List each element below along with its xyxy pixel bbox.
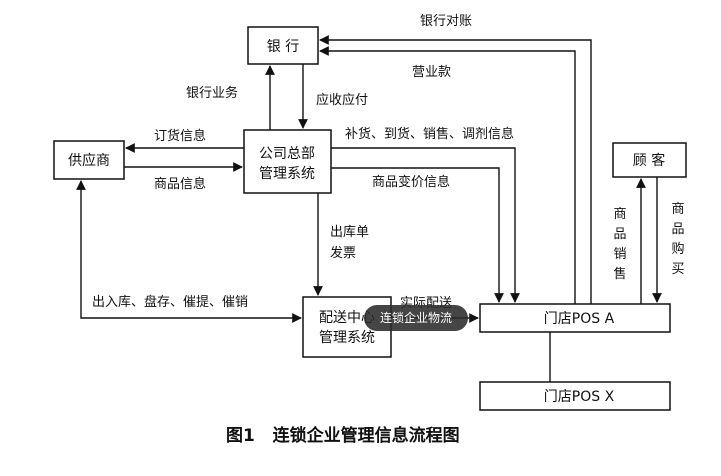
edge-bank-reconcile [319, 35, 592, 304]
label-purchase-char-3: 购 [671, 241, 684, 257]
bank-node: 银 行 [247, 26, 319, 65]
overlay-badge-label: 连锁企业物流 [380, 310, 452, 325]
label-goods-info: 商品信息 [154, 176, 206, 192]
customer-label: 顾 客 [633, 152, 665, 169]
edge-revenue [319, 46, 576, 304]
customer-node: 顾 客 [612, 142, 687, 178]
overlay-badge: 连锁企业物流 [364, 305, 468, 331]
label-price-change: 商品变价信息 [372, 174, 450, 190]
label-inventory-ops: 出入库、盘存、催提、催销 [92, 294, 248, 310]
dist-label-line2: 管理系统 [319, 330, 375, 346]
dist-label-line1: 配送中心 [319, 310, 375, 326]
label-purchase-char-1: 商 [671, 202, 684, 217]
label-bank-reconcile: 银行对账 [420, 14, 472, 29]
store-a-label: 门店POS A [544, 311, 615, 327]
edge-replenish-info [331, 147, 520, 303]
label-purchase-char-2: 品 [671, 222, 684, 237]
hq-label-line2: 管理系统 [259, 166, 315, 182]
label-purchase: 商 品 购 买 [671, 202, 684, 277]
label-revenue: 营业款 [412, 65, 451, 80]
label-sales-char-1: 商 [613, 207, 626, 222]
label-outbound-line2: 发票 [330, 245, 356, 261]
label-replenish-info: 补货、到货、销售、调剂信息 [345, 126, 514, 142]
label-receivable-payable: 应收应付 [316, 92, 368, 108]
label-purchase-char-4: 买 [671, 262, 684, 277]
hq-node: 公司总部 管理系统 [243, 129, 332, 194]
label-sales-char-4: 售 [613, 266, 626, 282]
figure-caption: 图1 连锁企业管理信息流程图 [226, 425, 460, 446]
label-sales: 商 品 销 售 [613, 207, 626, 282]
label-outbound-line1: 出库单 [330, 224, 369, 240]
edge-inventory-ops [76, 180, 302, 323]
supplier-node: 供应商 [53, 140, 125, 180]
hq-label-line1: 公司总部 [259, 146, 315, 162]
label-bank-business: 银行业务 [186, 85, 238, 101]
store-a-node: 门店POS A [479, 303, 671, 333]
label-sales-char-3: 销 [613, 247, 626, 262]
label-order-info: 订货信息 [154, 128, 206, 144]
store-x-node: 门店POS X [479, 381, 671, 411]
store-x-label: 门店POS X [544, 389, 615, 405]
label-sales-char-2: 品 [613, 227, 626, 242]
supplier-label: 供应商 [68, 152, 110, 169]
edge-price-change [331, 167, 504, 303]
bank-label: 银 行 [267, 39, 299, 55]
